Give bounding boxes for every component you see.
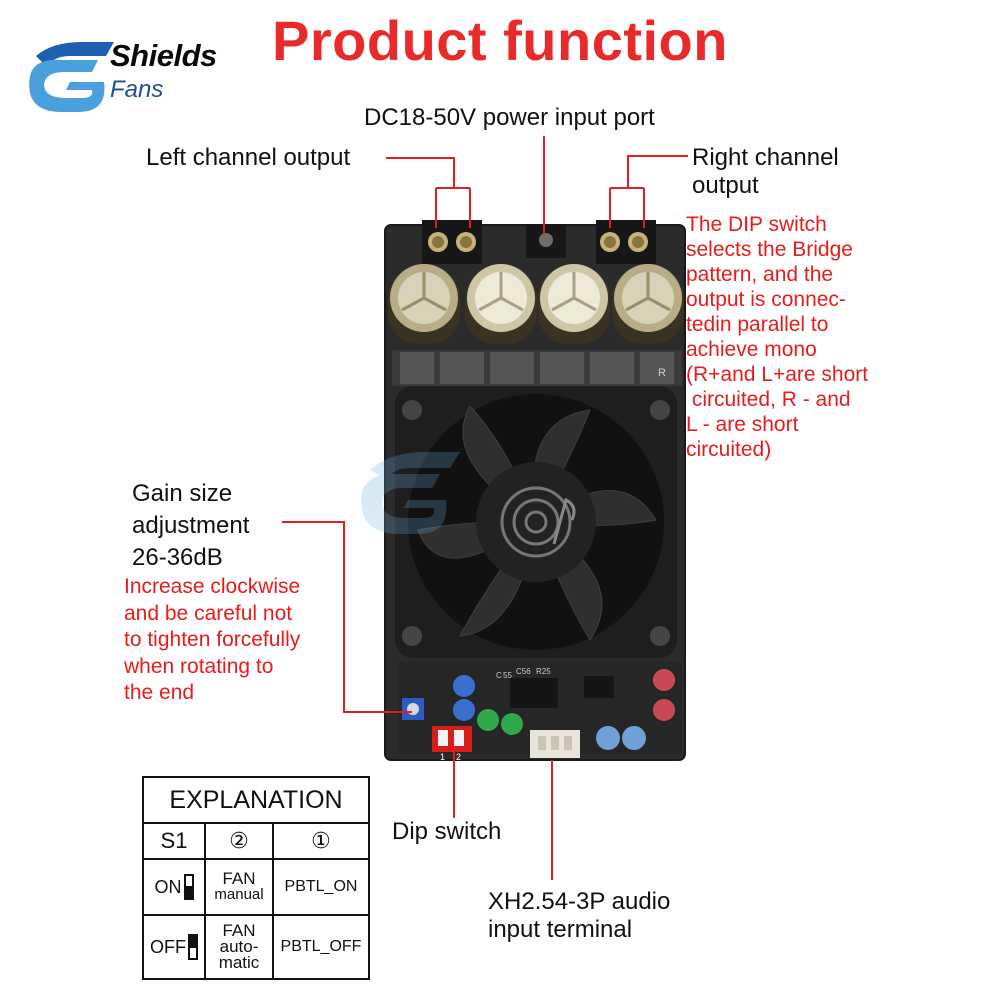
table-row-pbtl: PBTL_OFF <box>280 938 362 955</box>
note-line: and be careful not <box>124 601 293 625</box>
fan-text: FAN <box>222 869 256 888</box>
note-line: the end <box>124 681 195 704</box>
power-input-terminal <box>526 224 566 258</box>
board-marking: 1 <box>440 752 445 762</box>
label-audio-input-line: XH2.54-3P audio <box>488 888 671 915</box>
watermark-logo <box>361 452 460 534</box>
explanation-table: EXPLANATION S1 ② ① ON FAN manual PBTL_ON… <box>142 776 370 980</box>
note-line: when rotating to <box>124 654 274 678</box>
note-line: output is connec- <box>686 288 846 311</box>
board-marking: 2 <box>456 752 461 762</box>
note-line: (R+and L+are short <box>686 363 869 386</box>
table-column-header: ① <box>311 828 331 853</box>
note-line: The DIP switch <box>686 213 827 236</box>
label-dip-switch: Dip switch <box>392 818 502 845</box>
label-gain: Gain size adjustment 26-36dB <box>132 478 249 574</box>
fan-text: auto- <box>219 937 259 956</box>
table-row-state: OFF <box>144 916 204 978</box>
label-right-output-line: Right channel <box>692 144 839 171</box>
small-capacitors <box>453 669 675 750</box>
board-marking: C <box>496 671 502 680</box>
brand-subname: Fans <box>110 76 164 103</box>
state-label: ON <box>154 876 182 897</box>
amplifier-board-illustration: R R C 55 C56 R25 1 2 <box>361 220 686 762</box>
cooling-fan <box>395 386 677 658</box>
switch-off-icon <box>188 934 198 960</box>
table-column-header: S1 <box>160 828 188 853</box>
board-marking: 55 <box>503 671 512 680</box>
leader-gain <box>282 521 412 713</box>
fan-text: matic <box>218 953 260 972</box>
left-output-terminal <box>422 220 482 264</box>
note-line: circuited, R - and <box>686 388 851 411</box>
table-column-header: ② <box>229 828 249 853</box>
brand-name: Shields <box>110 38 217 73</box>
state-label: OFF <box>150 936 186 957</box>
table-heading: EXPLANATION <box>169 785 343 814</box>
board-marking: R <box>400 283 408 295</box>
fan-text: manual <box>214 886 264 903</box>
page-title: Product function <box>272 9 728 72</box>
audio-input-connector <box>530 730 580 758</box>
board-marking: C56 <box>516 667 531 676</box>
note-line: circuited) <box>686 438 772 461</box>
label-audio-input-line: input terminal <box>488 916 633 943</box>
table-row-state: ON <box>144 860 204 914</box>
label-gain-line: Gain size <box>132 480 233 507</box>
dip-switch-component <box>432 726 472 752</box>
note-bridge-mode: The DIP switch selects the Bridge patter… <box>686 212 868 462</box>
label-right-output: Right channel output <box>692 144 839 200</box>
leader-left-output <box>386 157 471 228</box>
label-right-output-line: output <box>692 172 759 199</box>
note-line: achieve mono <box>686 338 817 361</box>
table-row-fan: FAN manual <box>206 860 272 914</box>
note-line: to tighten forcefully <box>124 628 301 651</box>
table-row-pbtl: PBTL_ON <box>284 878 358 895</box>
note-line: selects the Bridge <box>686 238 853 261</box>
right-output-terminal <box>596 220 656 264</box>
brand-logo-icon <box>29 42 114 112</box>
note-line: Increase clockwise <box>124 575 301 598</box>
note-line: pattern, and the <box>686 263 834 286</box>
note-line: tedin parallel to <box>686 313 829 336</box>
label-audio-input: XH2.54-3P audio input terminal <box>488 888 670 944</box>
label-power-input: DC18-50V power input port <box>364 104 655 131</box>
board-marking: R <box>658 367 666 379</box>
switch-on-icon <box>183 874 194 900</box>
label-gain-line: 26-36dB <box>132 544 223 571</box>
brand-logo: Shields Fans <box>22 28 237 118</box>
table-row-fan: FAN auto- matic <box>206 916 272 978</box>
filter-capacitors <box>388 264 684 344</box>
label-gain-line: adjustment <box>132 512 250 539</box>
leader-right-output <box>609 155 688 228</box>
board-marking: R25 <box>536 667 551 676</box>
label-left-output: Left channel output <box>146 144 351 171</box>
fan-text: FAN <box>222 921 256 940</box>
note-gain-warning: Increase clockwise and be careful not to… <box>124 574 300 707</box>
note-line: L - are short <box>686 413 799 436</box>
